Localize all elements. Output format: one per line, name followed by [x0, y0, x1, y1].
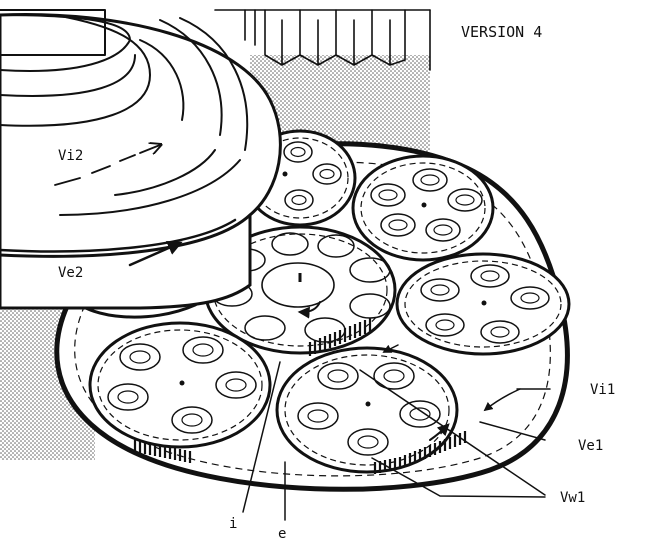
label-e: e — [278, 526, 286, 542]
label-vw1: Vw1 — [560, 490, 585, 506]
carrier-disk-top-right — [351, 154, 495, 262]
carrier-disk-right — [395, 252, 571, 356]
gear-teeth — [133, 318, 467, 474]
carrier-disk-front — [275, 346, 459, 474]
carrier-disk-left — [88, 321, 272, 449]
corrugated-wall — [214, 9, 431, 71]
label-ve1: Ve1 — [578, 438, 603, 454]
version-label: VERSION 4 — [461, 23, 542, 41]
label-ve2: Ve2 — [58, 265, 83, 281]
label-i: i — [229, 516, 237, 532]
label-vi1: Vi1 — [590, 382, 615, 398]
label-vi2: Vi2 — [58, 148, 83, 164]
leader-lines — [242, 344, 551, 521]
upper-platen — [0, 9, 282, 310]
